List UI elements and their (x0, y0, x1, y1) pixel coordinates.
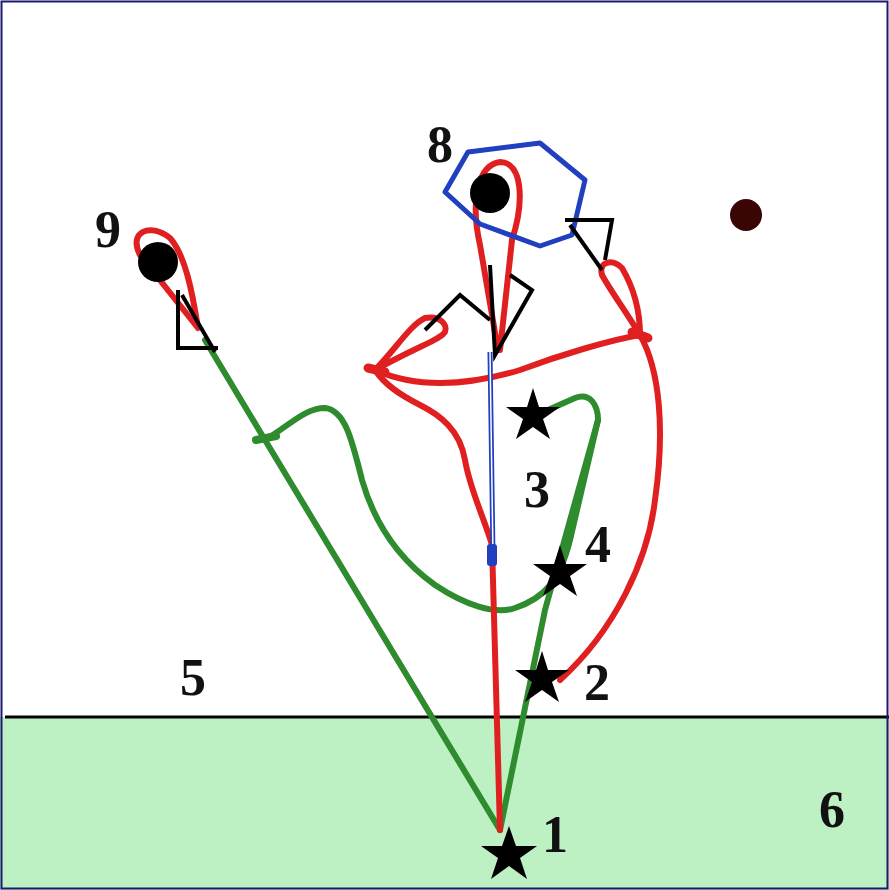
star-1 (481, 826, 537, 879)
spine-highlight (490, 352, 493, 556)
callout-number: 1 (542, 809, 568, 861)
green-figure (205, 340, 598, 830)
callout-number: 3 (524, 464, 550, 516)
callout-number: 8 (427, 119, 453, 171)
joint-stars (481, 388, 587, 879)
angle-markers (178, 220, 612, 355)
star-3 (506, 388, 560, 439)
callout-number: 9 (95, 204, 121, 256)
ball-dot (730, 199, 762, 231)
spine-line (490, 352, 493, 556)
head-dot (470, 173, 510, 213)
red-figure (137, 162, 660, 830)
spine-joint (487, 544, 497, 566)
callout-number: 5 (180, 652, 206, 704)
head-outline (445, 143, 585, 246)
hand-dot (138, 242, 178, 282)
star-4 (533, 545, 587, 596)
star-2 (515, 651, 569, 702)
ground-line (5, 716, 889, 719)
callout-number: 4 (585, 519, 611, 571)
callout-number: 6 (819, 784, 845, 836)
callout-number: 2 (584, 657, 610, 709)
